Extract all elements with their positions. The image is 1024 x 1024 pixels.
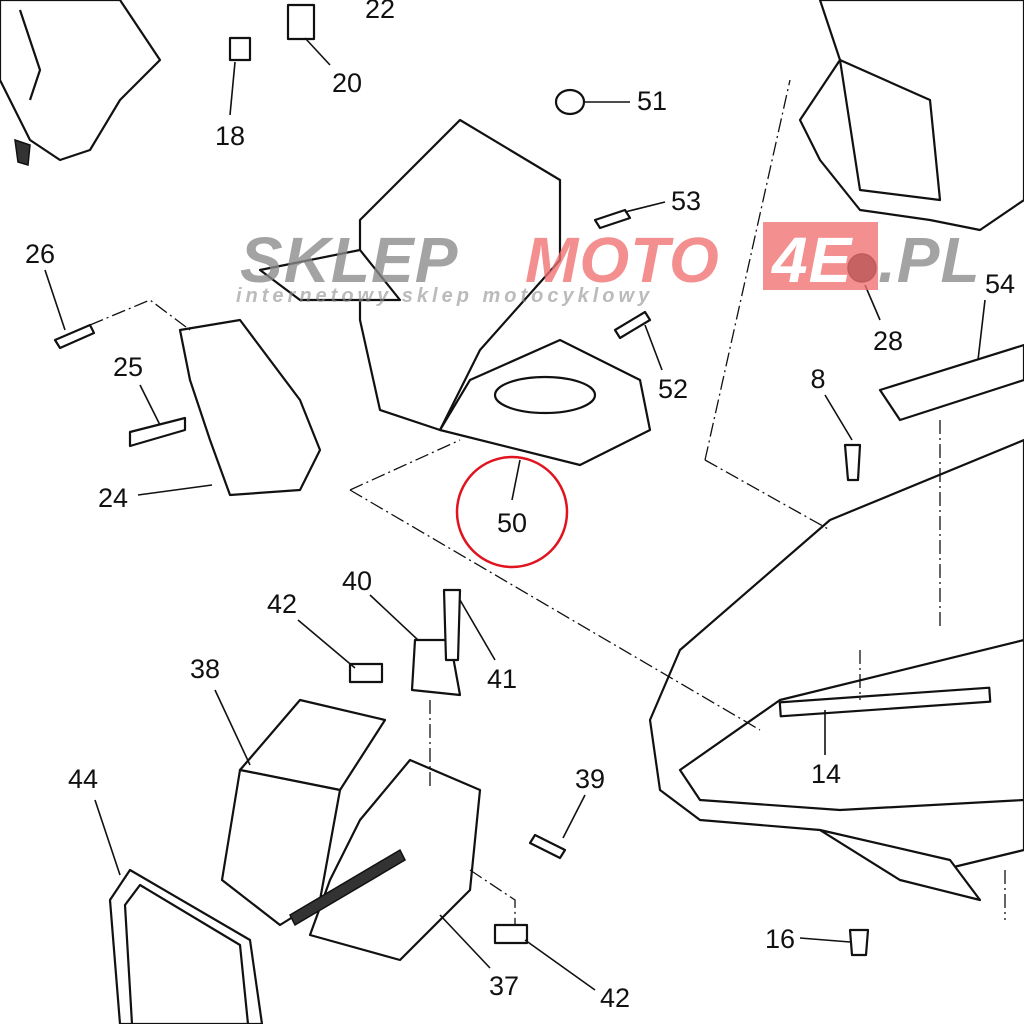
watermark-tagline: internetowy sklep motocyklowy <box>236 285 653 307</box>
watermark-brand-box: 4E <box>770 224 854 296</box>
part-label-50[interactable]: 50 <box>497 508 527 538</box>
watermark-brand-mid: MOTO <box>525 224 720 296</box>
part-label-51[interactable]: 51 <box>637 86 667 116</box>
part-label-53[interactable]: 53 <box>671 186 701 216</box>
part-inner-panel <box>258 118 652 467</box>
watermark-brand-right: .PL <box>878 224 981 296</box>
part-front-shield <box>648 438 1024 902</box>
part-label-41[interactable]: 41 <box>487 664 517 694</box>
part-screw-39 <box>528 833 567 860</box>
guide-line <box>349 439 461 491</box>
part-screw-8 <box>843 443 862 482</box>
part-label-25[interactable]: 25 <box>113 352 143 382</box>
part-frame-44 <box>108 868 264 1024</box>
part-label-20[interactable]: 20 <box>332 68 362 98</box>
part-clip-42-upper <box>348 662 384 684</box>
part-upper-right-assembly <box>798 0 1024 232</box>
part-pad-20 <box>286 3 316 41</box>
part-clip-18 <box>228 36 252 62</box>
part-label-42-lower[interactable]: 42 <box>600 983 630 1013</box>
part-cowl-top-left <box>0 0 162 166</box>
part-label-52[interactable]: 52 <box>658 374 688 404</box>
part-clip-42-lower <box>493 923 529 945</box>
part-screw-52 <box>613 310 652 340</box>
part-label-40[interactable]: 40 <box>342 566 372 596</box>
part-screw-53 <box>593 208 632 230</box>
part-label-28[interactable]: 28 <box>873 326 903 356</box>
part-label-18[interactable]: 18 <box>215 121 245 151</box>
part-label-26[interactable]: 26 <box>25 239 55 269</box>
part-duct-24 <box>178 318 322 497</box>
watermark-brand-left: SKLEP <box>240 224 458 296</box>
guide-line <box>704 79 791 461</box>
guide-line <box>89 299 191 331</box>
part-label-38[interactable]: 38 <box>190 654 220 684</box>
part-label-42-upper[interactable]: 42 <box>267 589 297 619</box>
part-label-39[interactable]: 39 <box>575 764 605 794</box>
part-label-24[interactable]: 24 <box>98 483 128 513</box>
watermark-logo: SKLEP MOTO 4E .PL internetowy sklep moto… <box>236 222 981 307</box>
part-trim-54 <box>878 343 1024 422</box>
highlight-circle-50 <box>455 455 569 569</box>
part-bolt-41 <box>442 588 462 662</box>
part-label-16[interactable]: 16 <box>765 924 795 954</box>
watermark-box <box>763 222 878 290</box>
part-box-37 <box>289 758 482 962</box>
part-label-8[interactable]: 8 <box>810 364 825 394</box>
part-label-37[interactable]: 37 <box>489 971 519 1001</box>
part-label-22[interactable]: 22 <box>365 0 395 24</box>
part-cap-51 <box>554 88 586 116</box>
leader-lines <box>44 37 986 991</box>
part-label-14[interactable]: 14 <box>811 759 841 789</box>
part-screw-16 <box>848 928 870 957</box>
part-pad-25 <box>128 416 187 448</box>
part-label-44[interactable]: 44 <box>68 764 98 794</box>
part-label-54[interactable]: 54 <box>985 269 1015 299</box>
guide-line <box>349 489 761 731</box>
part-screw-26 <box>53 323 96 350</box>
part-bracket-38 <box>220 698 387 927</box>
guide-line <box>469 869 516 925</box>
guide-line <box>704 459 831 531</box>
